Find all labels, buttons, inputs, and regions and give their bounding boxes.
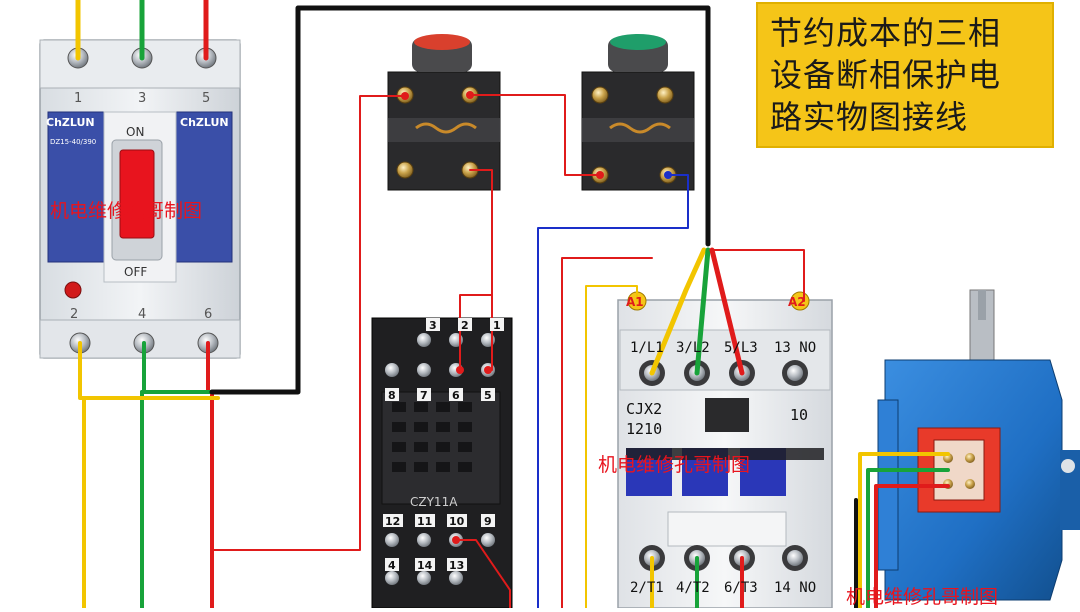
stop-button-red[interactable]	[387, 34, 501, 191]
relay-terminal-10: 10	[449, 515, 465, 528]
breaker-model: DZ15-40/390	[50, 138, 96, 146]
start-button-green[interactable]	[581, 34, 695, 191]
watermark-motor: 机电维修孔哥制图	[846, 586, 999, 608]
contactor-terminal-14no: 14 NO	[774, 580, 816, 596]
wire-main-a	[649, 247, 707, 376]
wire-motor-a	[858, 452, 950, 610]
wire-motor-c	[874, 484, 950, 610]
breaker-off-label: OFF	[124, 265, 147, 279]
wire-out-b	[140, 341, 146, 610]
coil-label-a2: A2	[788, 295, 806, 309]
relay-terminal-13: 13	[449, 559, 464, 572]
title-line-2: 设备断相保护电	[770, 56, 1002, 94]
contactor-model-line1: CJX2	[626, 400, 662, 418]
breaker-bottom-terminal-2: 2	[70, 307, 78, 322]
relay-terminal-5: 5	[484, 389, 492, 402]
relay-screws-lower	[385, 533, 495, 585]
breaker-on-label: ON	[126, 125, 144, 139]
breaker-brand-left: ChZLUN	[46, 116, 95, 129]
contactor-terminal-l2: 3/L2	[676, 340, 710, 356]
relay-terminal-9: 9	[484, 515, 492, 528]
wire-out-a	[78, 341, 86, 610]
relay-terminal-8: 8	[388, 389, 396, 402]
wire-main-b	[694, 247, 711, 376]
relay-terminal-3: 3	[429, 319, 437, 332]
relay-model: CZY11A	[410, 495, 458, 509]
motor	[877, 289, 1080, 601]
breaker-top-terminal-5: 5	[202, 91, 210, 106]
relay-terminal-12: 12	[385, 515, 400, 528]
wire-out-c	[206, 341, 214, 610]
contactor-terminal-13no: 13 NO	[774, 340, 816, 356]
breaker-brand-right: ChZLUN	[180, 116, 229, 129]
contactor-model-line2: 1210	[626, 420, 662, 438]
contactor-terminal-t2: 4/T2	[676, 580, 710, 596]
watermark-breaker: 机电维修孔哥制图	[50, 200, 203, 222]
contactor-rating: 10	[790, 406, 808, 424]
contactor-terminal-l3: 5/L3	[724, 340, 758, 356]
relay-screws-upper	[385, 333, 495, 377]
relay-terminal-11: 11	[417, 515, 432, 528]
relay-terminal-2: 2	[461, 319, 469, 332]
breaker-bottom-terminal-4: 4	[138, 307, 146, 322]
wire-red-stop	[211, 95, 406, 551]
relay-terminal-6: 6	[452, 389, 460, 402]
wire-motor-b	[866, 468, 950, 610]
breaker-bottom-terminal-6: 6	[204, 307, 212, 322]
wire-red-relay-out	[455, 539, 511, 609]
relay-terminal-7: 7	[420, 389, 428, 402]
title-line-3: 路实物图接线	[770, 98, 969, 136]
wire-yellow-coil	[561, 257, 653, 609]
coil-label-a1: A1	[626, 295, 644, 309]
relay-terminal-14: 14	[417, 559, 433, 572]
wire-red-stop-to-start	[469, 94, 601, 176]
breaker-top-terminal-3: 3	[138, 91, 146, 106]
wire-main-c	[709, 247, 745, 376]
wire-control-black	[209, 5, 711, 395]
wire-blue-start	[537, 174, 689, 609]
wire-red-a2	[707, 249, 805, 302]
contactor-terminal-l1: 1/L1	[630, 340, 664, 356]
relay-terminal-1: 1	[493, 319, 501, 332]
contactor-terminal-t3: 6/T3	[724, 580, 758, 596]
wires	[75, 0, 950, 610]
contactor-terminal-t1: 2/T1	[630, 580, 664, 596]
relay-terminal-4: 4	[388, 559, 396, 572]
title-box: 节约成本的三相 设备断相保护电 路实物图接线	[756, 2, 1054, 148]
wire-yellow-a1	[585, 285, 638, 609]
watermark-contactor: 机电维修孔哥制图	[598, 454, 751, 476]
breaker-top-terminal-1: 1	[74, 91, 82, 106]
title-line-1: 节约成本的三相	[770, 14, 1002, 52]
